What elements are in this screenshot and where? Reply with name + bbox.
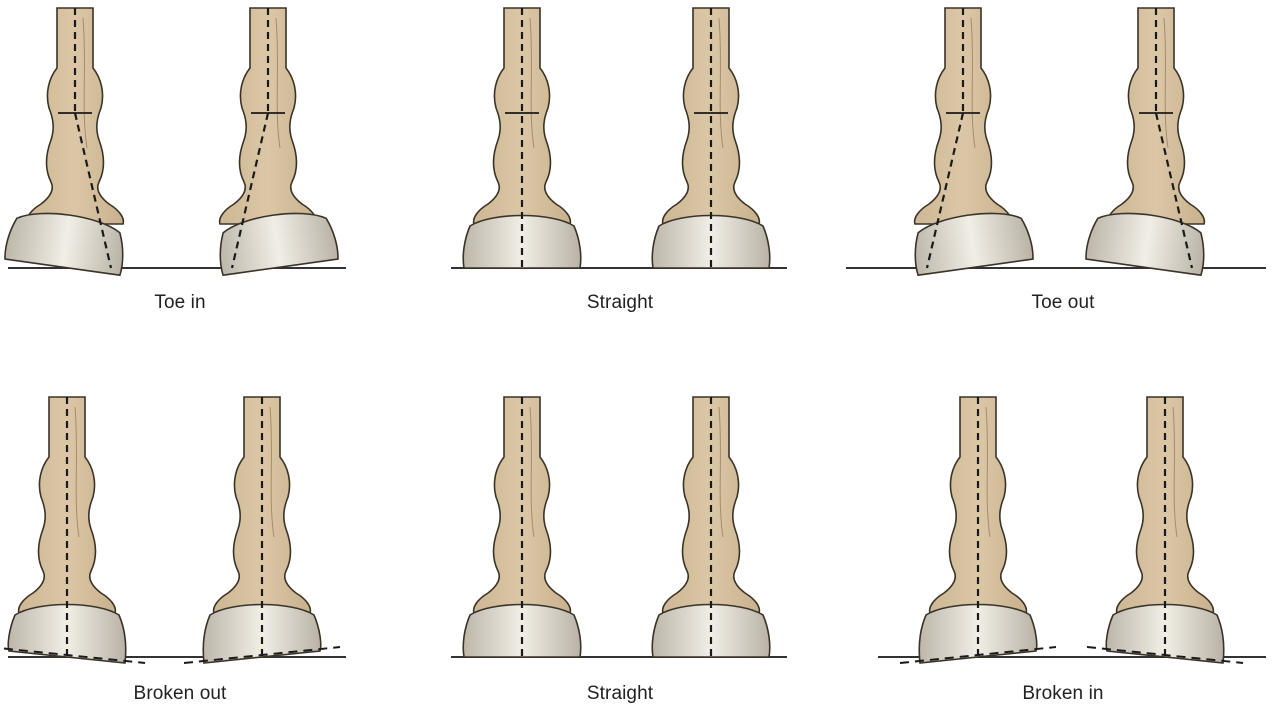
label-straight-top: Straight <box>450 292 790 314</box>
leg-toe-out-left <box>910 8 1034 275</box>
label-straight-bottom: Straight <box>450 683 790 705</box>
leg-broken-out-left <box>0 397 145 663</box>
label-toe-out: Toe out <box>893 292 1233 314</box>
leg-straight-bottom-right <box>652 397 770 657</box>
leg-straight-top-left <box>463 8 581 268</box>
leg-toe-in-left <box>4 8 128 275</box>
leg-broken-in-right <box>1087 397 1243 663</box>
leg-broken-out-right <box>184 397 340 663</box>
leg-straight-bottom-left <box>463 397 581 657</box>
label-broken-in: Broken in <box>893 683 1233 705</box>
leg-straight-top-right <box>652 8 770 268</box>
leg-toe-out-right <box>1085 8 1209 275</box>
leg-broken-in-left <box>900 397 1056 663</box>
leg-toe-in-right <box>215 8 339 275</box>
label-toe-in: Toe in <box>10 292 350 314</box>
label-broken-out: Broken out <box>10 683 350 705</box>
